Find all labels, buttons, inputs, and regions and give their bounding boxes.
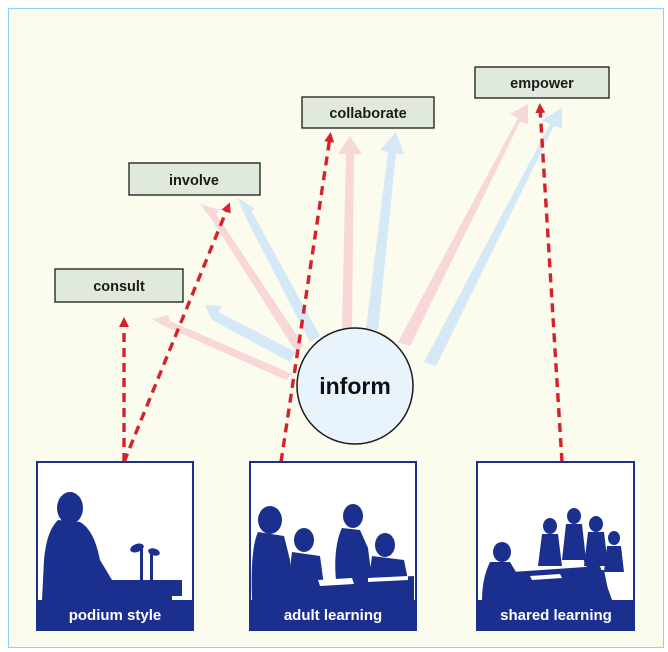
panel-adult-label: adult learning [284,607,382,624]
pink-arrow-consult [152,315,292,380]
panel-adult-learning: adult learning [249,461,417,631]
panel-shared-label: shared learning [500,607,612,624]
stage-collaborate: collaborate [301,96,435,129]
speaker-at-podium-icon [38,492,192,630]
inform-label: inform [319,373,391,399]
dashed-arrow-shared-empower [535,103,564,463]
dashed-arrows [119,103,564,463]
pink-arrow-empower [398,104,528,346]
dashed-arrow-podium-involve [122,202,231,463]
panel-shared-learning: shared learning [476,461,635,631]
pink-arrow-collaborate [338,136,362,328]
group-meeting-icon [478,508,633,629]
panel-podium-label: podium style [69,607,162,624]
stage-consult-label: consult [93,279,145,295]
stage-collaborate-label: collaborate [329,106,406,122]
stage-empower: empower [474,66,610,99]
panel-podium-style: podium style [36,461,194,631]
stage-involve-label: involve [169,173,219,189]
blue-arrow-empower [424,108,562,366]
stage-consult: consult [54,268,184,303]
pink-arrow-involve [200,204,304,352]
people-around-table-icon [251,504,415,629]
faded-arrows [152,104,562,380]
blue-arrow-collaborate [366,132,404,330]
stage-empower-label: empower [510,76,574,92]
stage-involve: involve [128,162,261,196]
blue-arrow-involve [238,198,320,342]
blue-arrow-consult [205,305,296,362]
inform-hub: inform [296,327,414,445]
dashed-arrow-adult-collaborate [279,132,335,463]
